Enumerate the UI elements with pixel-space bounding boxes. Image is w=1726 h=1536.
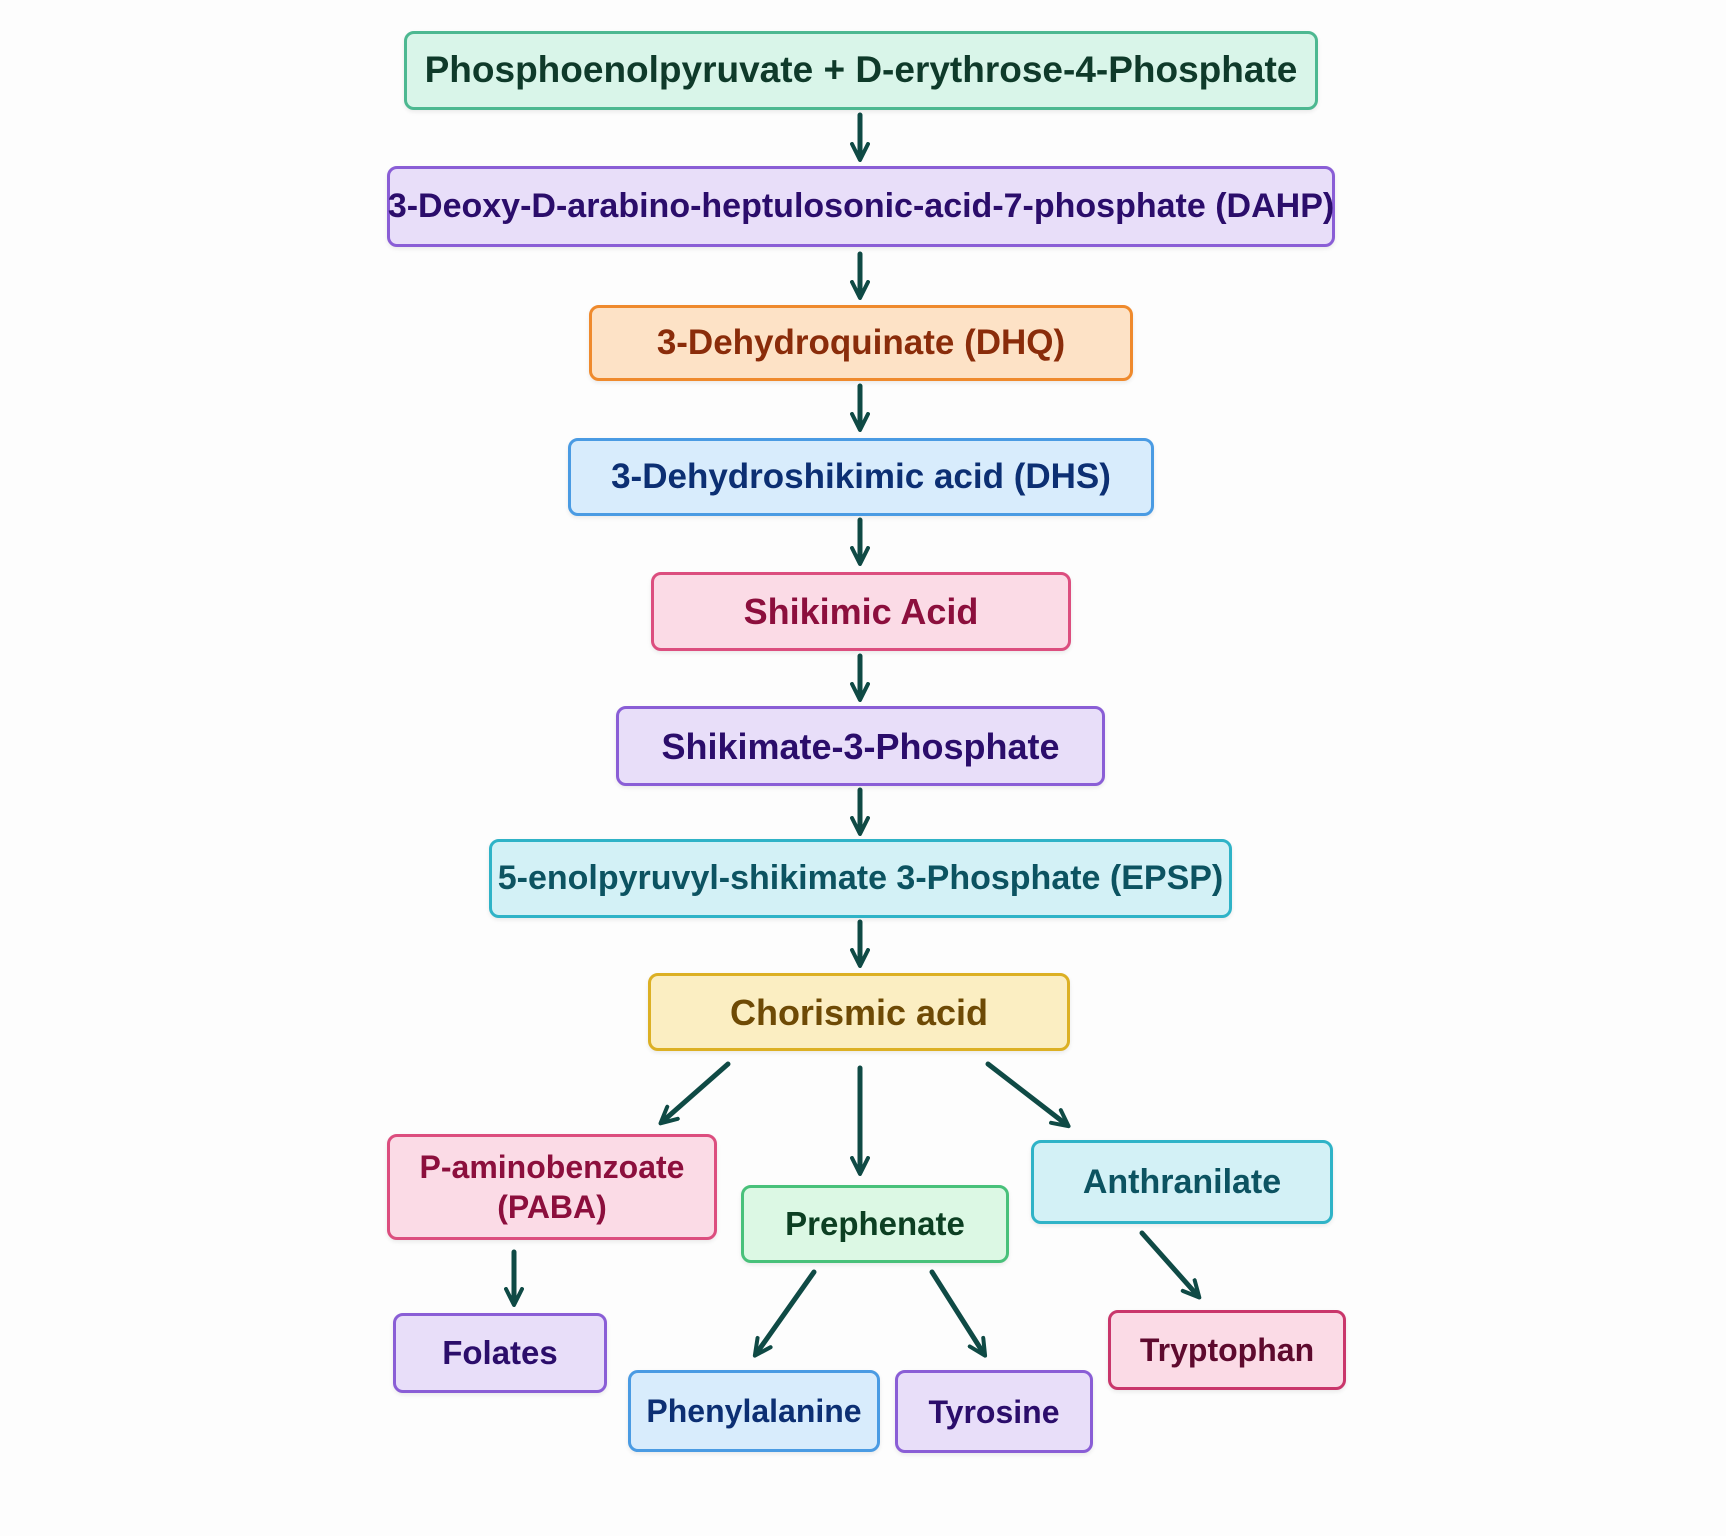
arrow-chorismic-to-anthranilate xyxy=(985,1061,1071,1129)
node-dahp-label: 3-Deoxy-D-arabino-heptulosonic-acid-7-ph… xyxy=(387,187,1335,226)
node-shikimic-acid: Shikimic Acid xyxy=(651,572,1071,651)
node-pep-e4p-label: Phosphoenolpyruvate + D-erythrose-4-Phos… xyxy=(424,49,1298,91)
node-tyrosine-label: Tyrosine xyxy=(928,1393,1060,1430)
node-dhq: 3-Dehydroquinate (DHQ) xyxy=(589,305,1133,381)
node-paba: P-aminobenzoate (PABA) xyxy=(387,1134,717,1240)
node-dhq-label: 3-Dehydroquinate (DHQ) xyxy=(656,323,1066,363)
node-pep-e4p: Phosphoenolpyruvate + D-erythrose-4-Phos… xyxy=(404,31,1318,110)
node-tryptophan: Tryptophan xyxy=(1108,1310,1346,1390)
arrow-prephenate-to-phenylalanine xyxy=(752,1269,817,1358)
node-phenylalanine-label: Phenylalanine xyxy=(646,1393,862,1429)
node-chorismic-acid-label: Chorismic acid xyxy=(729,991,989,1033)
node-dhs: 3-Dehydroshikimic acid (DHS) xyxy=(568,438,1154,516)
node-anthranilate: Anthranilate xyxy=(1031,1140,1333,1224)
node-folates: Folates xyxy=(393,1313,607,1393)
node-prephenate-label: Prephenate xyxy=(785,1205,965,1243)
arrow-chorismic-to-paba xyxy=(658,1061,731,1126)
node-phenylalanine: Phenylalanine xyxy=(628,1370,880,1452)
node-shikimate-3-phosphate-label: Shikimate-3-Phosphate xyxy=(661,725,1060,767)
node-anthranilate-label: Anthranilate xyxy=(1082,1162,1282,1201)
node-tyrosine: Tyrosine xyxy=(895,1370,1093,1453)
node-shikimate-3-phosphate: Shikimate-3-Phosphate xyxy=(616,706,1105,786)
node-epsp-label: 5-enolpyruvyl-shikimate 3-Phosphate (EPS… xyxy=(497,859,1224,898)
node-epsp: 5-enolpyruvyl-shikimate 3-Phosphate (EPS… xyxy=(489,839,1232,918)
node-folates-label: Folates xyxy=(442,1334,558,1372)
node-dahp: 3-Deoxy-D-arabino-heptulosonic-acid-7-ph… xyxy=(387,166,1335,247)
node-dhs-label: 3-Dehydroshikimic acid (DHS) xyxy=(611,457,1111,497)
node-tryptophan-label: Tryptophan xyxy=(1139,1332,1315,1368)
arrow-prephenate-to-tyrosine xyxy=(929,1269,988,1358)
node-prephenate: Prephenate xyxy=(741,1185,1009,1263)
node-paba-label-line1: P-aminobenzoate xyxy=(419,1149,685,1185)
arrow-anthranilate-to-tryptophan xyxy=(1139,1230,1202,1300)
node-shikimic-acid-label: Shikimic Acid xyxy=(743,591,979,632)
node-paba-label-line2: (PABA) xyxy=(497,1189,607,1225)
node-chorismic-acid: Chorismic acid xyxy=(648,973,1070,1051)
